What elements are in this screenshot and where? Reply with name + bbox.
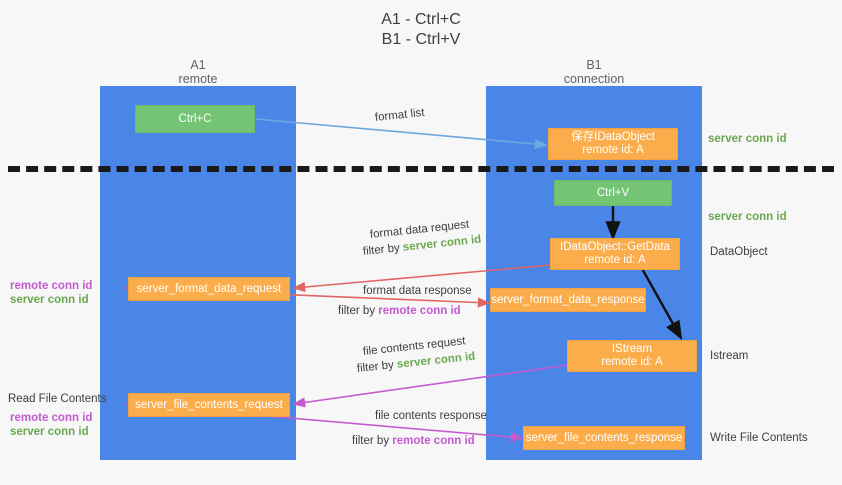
node-server-file-contents-response[interactable]: server_file_contents_response xyxy=(523,426,685,450)
right-label-server-conn-id-top: server conn id xyxy=(708,133,787,145)
column-header-a1: A1 remote xyxy=(108,58,288,86)
node-server-file-contents-request[interactable]: server_file_contents_request xyxy=(128,393,290,417)
title-line-2: B1 - Ctrl+V xyxy=(381,31,461,48)
node-server-format-data-response[interactable]: server_format_data_response xyxy=(490,288,646,312)
node-server-format-data-request[interactable]: server_format_data_request xyxy=(128,277,290,301)
node-server-format-data-response-line1: server_format_data_response xyxy=(491,293,645,306)
edge-label-format-data-response: format data response xyxy=(363,285,472,297)
filter-prefix: filter by xyxy=(356,358,398,375)
left-label-server-conn-id-upper: server conn id xyxy=(10,294,89,306)
phase-divider xyxy=(8,166,834,172)
node-istream-line2: remote id: A xyxy=(601,356,663,368)
right-label-dataobject: DataObject xyxy=(710,246,768,258)
node-idataobject-getdata-line2: remote id: A xyxy=(584,254,646,266)
node-server-file-contents-request-line1: server_file_contents_request xyxy=(135,398,283,411)
node-ctrl-c[interactable]: Ctrl+C xyxy=(135,105,255,133)
column-header-b1: B1 connection xyxy=(504,58,684,86)
left-label-remote-conn-id-lower: remote conn id xyxy=(10,412,93,424)
left-label-read-file-contents: Read File Contents xyxy=(8,393,107,405)
node-server-file-contents-response-line1: server_file_contents_response xyxy=(525,431,683,444)
node-ctrl-v[interactable]: Ctrl+V xyxy=(554,180,672,206)
edge-label-format-list: format list xyxy=(374,106,426,124)
column-header-a1-name: A1 xyxy=(190,58,206,72)
filter-prefix: filter by xyxy=(362,241,404,258)
node-istream[interactable]: IStream remote id: A xyxy=(567,340,697,372)
edge-label-format-data-response-filter: filter by remote conn id xyxy=(338,304,461,319)
filter-prefix: filter by xyxy=(352,435,393,447)
left-label-server-conn-id-lower: server conn id xyxy=(10,426,89,438)
node-save-idataobject-line1: 保存IDataObject xyxy=(571,131,655,143)
column-header-a1-sub: remote xyxy=(178,72,218,86)
node-idataobject-getdata[interactable]: IDataObject::GetData remote id: A xyxy=(550,238,680,270)
tag-remote-conn-id: remote conn id xyxy=(378,305,461,317)
node-ctrl-v-line1: Ctrl+V xyxy=(596,186,630,199)
node-server-format-data-request-line1: server_format_data_request xyxy=(136,282,282,295)
column-header-b1-name: B1 xyxy=(586,58,602,72)
right-label-server-conn-id-mid: server conn id xyxy=(708,211,787,223)
node-ctrl-c-line1: Ctrl+C xyxy=(178,112,212,125)
node-save-idataobject[interactable]: 保存IDataObject remote id: A xyxy=(548,128,678,160)
tag-remote-conn-id: remote conn id xyxy=(392,435,475,447)
node-idataobject-getdata-line1: IDataObject::GetData xyxy=(560,241,670,253)
left-label-remote-conn-id-upper: remote conn id xyxy=(10,280,93,292)
edge-label-file-contents-response-filter: filter by remote conn id xyxy=(352,434,475,449)
edge-label-file-contents-response: file contents response xyxy=(375,410,487,422)
right-label-istream: Istream xyxy=(710,350,749,362)
column-header-b1-sub: connection xyxy=(563,72,625,86)
node-istream-line1: IStream xyxy=(611,343,653,355)
title-line-1: A1 - Ctrl+C xyxy=(381,11,461,28)
filter-prefix: filter by xyxy=(338,305,379,317)
node-save-idataobject-line2: remote id: A xyxy=(582,144,644,156)
right-label-write-file-contents: Write File Contents xyxy=(710,432,808,444)
